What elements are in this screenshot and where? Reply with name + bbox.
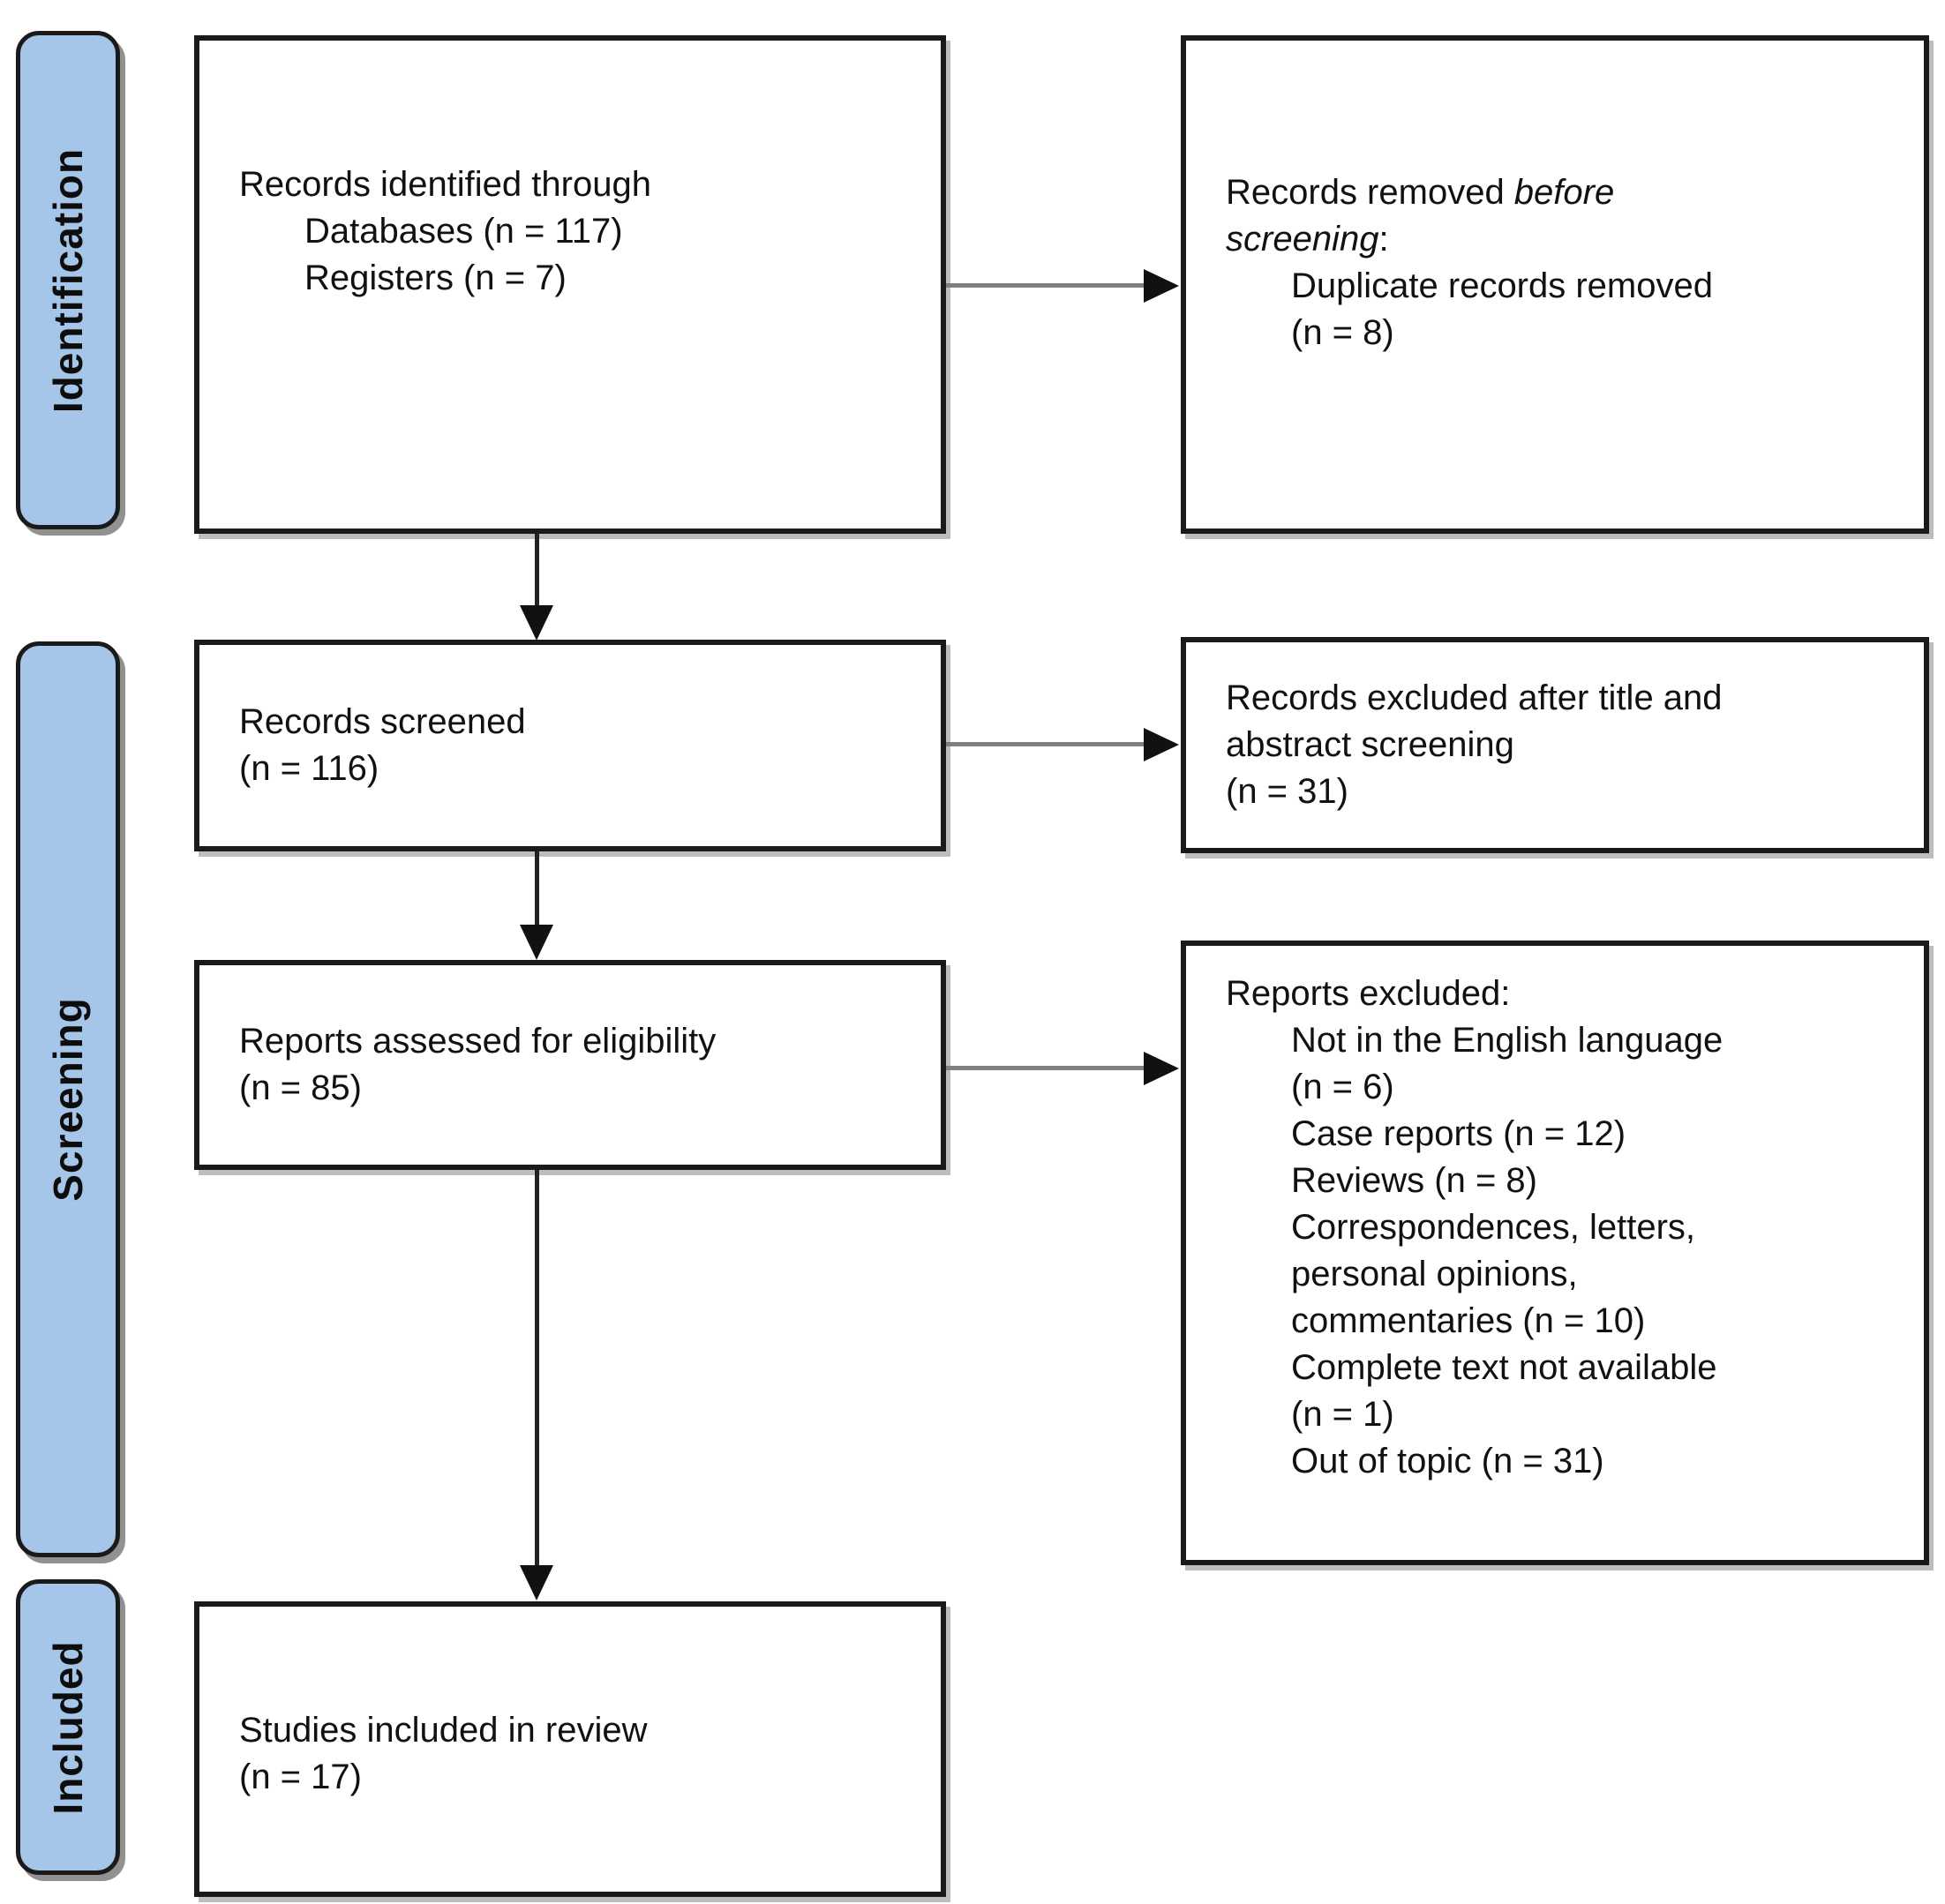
connector-right-1 bbox=[946, 283, 1147, 288]
stage-label-included: Included bbox=[16, 1579, 120, 1875]
stage-label-screening: Screening bbox=[16, 641, 120, 1557]
box-reports-excluded: Reports excluded: Not in the English lan… bbox=[1181, 941, 1929, 1565]
box-records-excluded-title-abstract: Records excluded after title and abstrac… bbox=[1181, 637, 1929, 853]
box-text: Records excluded after title and abstrac… bbox=[1226, 678, 1723, 811]
stage-label-text: Identification bbox=[45, 147, 91, 413]
box-text-prefix: Records removed bbox=[1226, 172, 1514, 212]
exclusion-item: Correspondences, letters, personal opini… bbox=[1291, 1208, 1696, 1340]
exclusion-item: Complete text not available (n = 1) bbox=[1291, 1348, 1717, 1434]
connector-down-2 bbox=[535, 851, 539, 927]
connector-right-2 bbox=[946, 742, 1147, 746]
exclusion-item: Not in the English language (n = 6) bbox=[1291, 1021, 1723, 1106]
box-text-header: Reports excluded: bbox=[1226, 974, 1511, 1013]
stage-label-identification: Identification bbox=[16, 31, 120, 529]
exclusion-item: Out of topic (n = 31) bbox=[1291, 1442, 1604, 1480]
connector-right-3 bbox=[946, 1066, 1147, 1070]
arrowhead-down-icon bbox=[520, 925, 553, 960]
box-text-italic: before screening bbox=[1226, 172, 1615, 259]
box-text-suffix: : bbox=[1378, 219, 1389, 259]
stage-label-text: Screening bbox=[45, 997, 91, 1202]
box-reports-assessed: Reports assessed for eligibility (n = 85… bbox=[194, 960, 946, 1170]
box-text-indented: Databases (n = 117) Registers (n = 7) bbox=[304, 212, 623, 297]
box-text: Studies included in review (n = 17) bbox=[239, 1710, 648, 1796]
box-studies-included: Studies included in review (n = 17) bbox=[194, 1601, 946, 1897]
arrowhead-right-icon bbox=[1144, 269, 1179, 303]
arrowhead-right-icon bbox=[1144, 1052, 1179, 1085]
box-text: Records removed before screening: bbox=[1226, 169, 1897, 263]
connector-down-3 bbox=[535, 1170, 539, 1567]
box-records-identified: Records identified through Databases (n … bbox=[194, 35, 946, 534]
box-text: Records identified through bbox=[239, 165, 651, 204]
arrowhead-down-icon bbox=[520, 1565, 553, 1600]
arrowhead-right-icon bbox=[1144, 728, 1179, 761]
box-records-screened: Records screened (n = 116) bbox=[194, 640, 946, 851]
box-records-removed: Records removed before screening: Duplic… bbox=[1181, 35, 1929, 534]
connector-down-1 bbox=[535, 534, 539, 608]
exclusion-item: Reviews (n = 8) bbox=[1291, 1161, 1537, 1200]
stage-label-text: Included bbox=[45, 1639, 91, 1815]
box-text: Reports assessed for eligibility (n = 85… bbox=[239, 1022, 717, 1107]
arrowhead-down-icon bbox=[520, 605, 553, 641]
box-text-indented: Duplicate records removed (n = 8) bbox=[1291, 266, 1713, 352]
exclusion-item: Case reports (n = 12) bbox=[1291, 1114, 1626, 1153]
box-text: Records screened (n = 116) bbox=[239, 702, 526, 788]
